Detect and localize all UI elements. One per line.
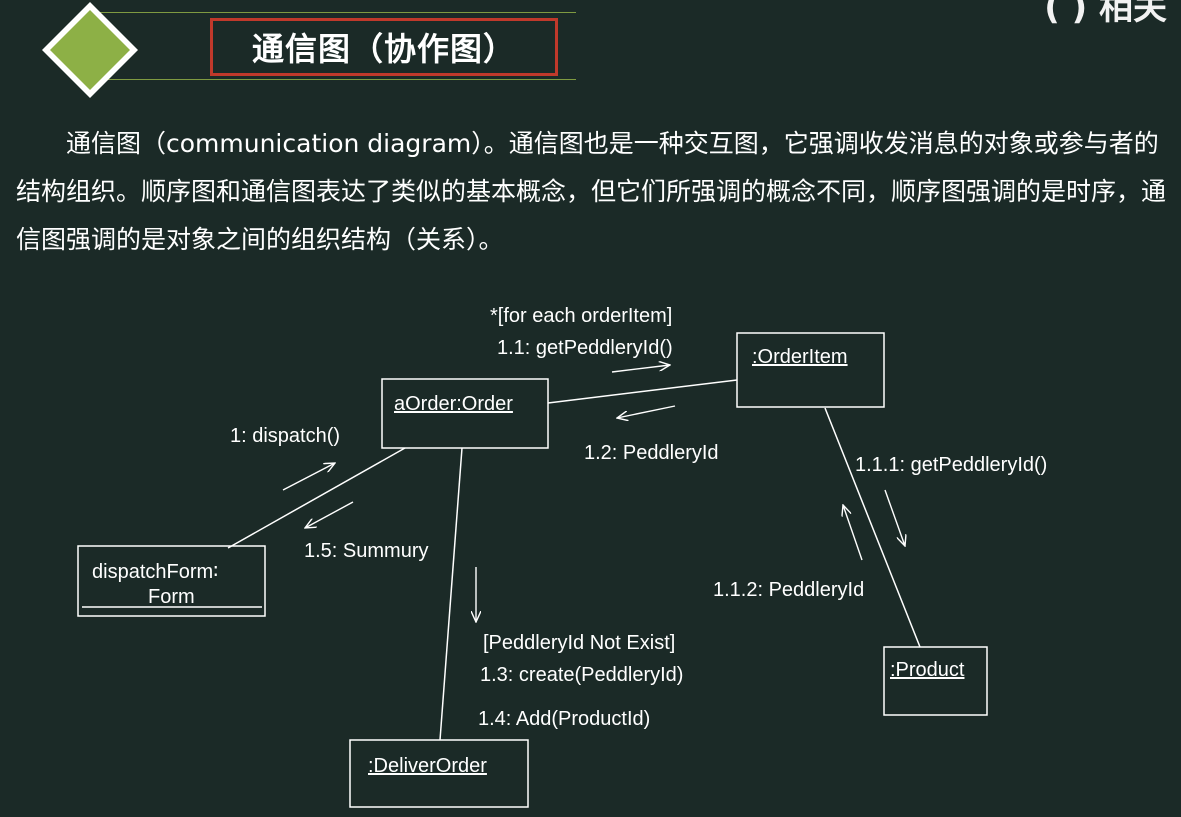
link-aorder-orderitem [547, 379, 738, 404]
object-product-box [883, 646, 988, 716]
title-bar [100, 12, 576, 80]
msg-1-2: 1.2: PeddleryId [584, 442, 719, 464]
arrow-msg-1-1 [611, 365, 670, 373]
msg-1-1-guard: *[for each orderItem] [490, 305, 672, 327]
object-dispatchform-label-2: Form [148, 586, 195, 608]
object-orderitem-box [736, 332, 885, 408]
msg-1-3-guard: [PeddleryId Not Exist] [483, 632, 675, 654]
object-product-label: :Product [890, 659, 965, 681]
arrow-msg-1-1-1 [884, 489, 905, 546]
title-box: 通信图（协作图） [210, 18, 558, 76]
object-aorder-box [381, 378, 549, 449]
object-orderitem-label: :OrderItem [752, 346, 848, 368]
link-orderitem-product [824, 407, 921, 648]
object-deliverorder-label: :DeliverOrder [368, 755, 487, 777]
diamond-icon [40, 0, 140, 100]
arrow-msg-1-2 [617, 405, 676, 418]
object-aorder-label: aOrder:Order [394, 393, 513, 415]
object-deliverorder-box [349, 739, 529, 808]
object-dispatchform-label-1: dispatchForm∶ [92, 561, 218, 583]
corner-text: ( ) 相关 [1044, 0, 1167, 28]
msg-1-5: 1.5: Summury [304, 540, 428, 562]
msg-1-1-1: 1.1.1: getPeddleryId() [855, 454, 1047, 476]
page-title: 通信图（协作图） [251, 30, 516, 68]
object-dispatchform-box [77, 545, 266, 617]
link-aorder-dispatchform [227, 447, 406, 549]
msg-1-4: 1.4: Add(ProductId) [478, 708, 650, 730]
msg-1: 1: dispatch() [230, 425, 340, 447]
msg-1-1: 1.1: getPeddleryId() [497, 337, 673, 359]
link-aorder-deliverorder [439, 447, 463, 741]
intro-paragraph: 通信图（communication diagram）。通信图也是一种交互图，它强… [16, 129, 1167, 254]
msg-1-3: 1.3: create(PeddleryId) [480, 664, 683, 686]
arrow-msg-1-5 [305, 501, 354, 528]
msg-1-1-2: 1.1.2: PeddleryId [713, 579, 864, 601]
arrow-msg-1 [282, 463, 335, 491]
arrow-msg-1-1-2 [843, 505, 863, 561]
